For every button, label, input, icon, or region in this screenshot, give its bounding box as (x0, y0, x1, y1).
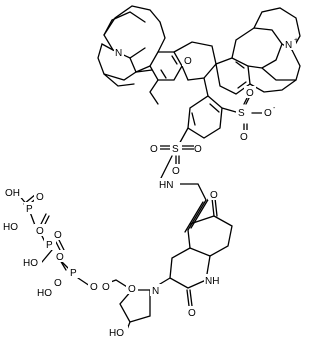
uracil-n1-label: N (152, 286, 159, 297)
uracil-oxygen-top-label: O (210, 190, 218, 201)
sulfonamide-sulfur-label: S (172, 144, 179, 155)
beta-hydroxyl-label: HO (23, 258, 38, 269)
sulfonate-oxygen-top-label: O (246, 88, 254, 99)
uracil-nh-label: NH (205, 276, 219, 287)
atom-labels: O N N + S O O O - S O O O HN O NH O N O (2, 37, 298, 339)
gamma-hydroxyl-top-label: OH (5, 188, 20, 199)
molecule-structure-diagram: O N N + S O O O - S O O O HN O NH O N O (2, 5, 301, 339)
sulfonate-sulfur-label: S (238, 108, 245, 119)
sulfonamide-oxygen-left-label: O (150, 144, 158, 155)
sulfonamide-oxygen-right-label: O (194, 144, 202, 155)
alpha-beta-bridge-oxygen-label: O (56, 252, 64, 263)
phosphorus-gamma-label: P (26, 204, 33, 215)
gamma-oxygen-label: O (36, 192, 44, 203)
alpha-hydroxyl-label: HO (37, 288, 52, 299)
sulfonamide-oxygen-bottom-label: O (172, 166, 180, 177)
sugar-hydroxyl-label: HO (109, 328, 124, 339)
methylene-oxygen-label: O (102, 282, 110, 293)
sulfonate-charge: - (273, 105, 276, 112)
sulfonate-oxygen-bottom-label: O (240, 132, 248, 143)
alpha-oxygen-label: O (54, 278, 62, 289)
gamma-hydroxyl-label: HO (3, 222, 18, 233)
left-nitrogen-label: N (115, 48, 122, 59)
sugar-ring-oxygen-label: O (128, 284, 136, 295)
beta-oxygen-label: O (54, 230, 62, 241)
phosphorus-alpha-label: P (70, 268, 77, 279)
phosphorus-beta-label: P (46, 240, 53, 251)
right-nitrogen-charge: + (294, 37, 298, 44)
xanthene-oxygen-label: O (184, 56, 192, 67)
uracil-oxygen-bottom-label: O (188, 308, 196, 319)
beta-gamma-bridge-oxygen-label: O (36, 226, 44, 237)
amine-nh-label: HN (159, 180, 173, 191)
right-nitrogen-label: N (285, 40, 292, 51)
sulfonate-oxygen-anion-label: O (264, 108, 272, 119)
linking-oxygen-label: O (90, 282, 98, 293)
